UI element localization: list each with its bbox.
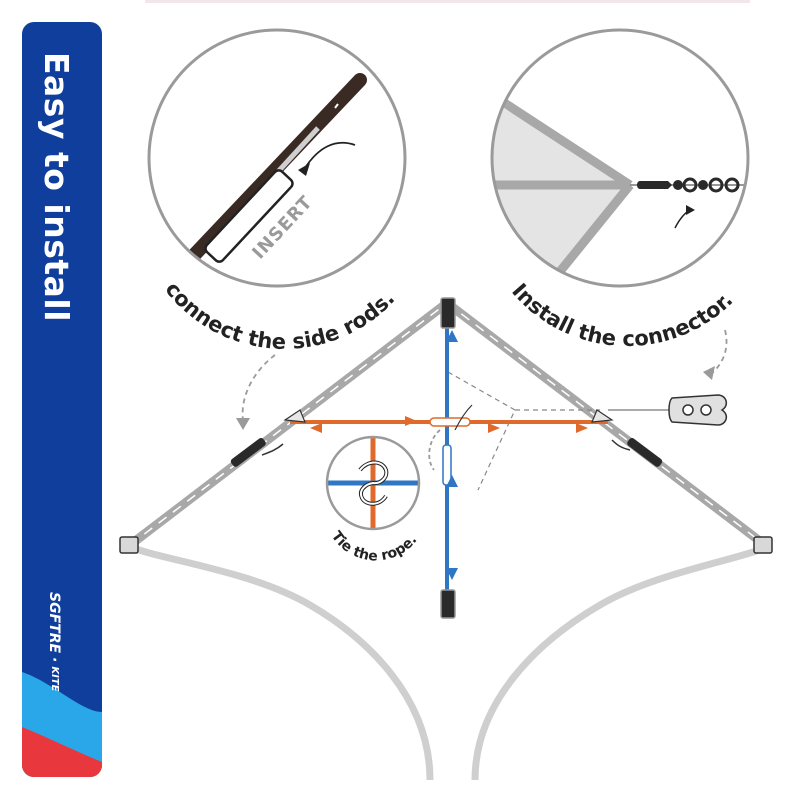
bridle-rod-upper xyxy=(497,96,633,189)
bridle-line xyxy=(447,371,516,491)
right-spar-clip xyxy=(591,409,614,423)
banner-red-wave xyxy=(22,727,102,777)
connector-hole-left xyxy=(682,404,694,416)
connector-caption-text: Install the connector. xyxy=(507,279,737,351)
spar-arrow-left xyxy=(310,423,322,433)
rod-arrow-right xyxy=(611,439,631,451)
swivel-ring-1 xyxy=(682,177,698,193)
spine-arrow-mid xyxy=(446,475,458,487)
connector-caption: Install the connector. xyxy=(507,279,737,351)
inset-connector-border xyxy=(490,28,750,288)
banner-title: Easy to install xyxy=(37,52,76,323)
kite-tail-right xyxy=(471,544,767,781)
knot-loop xyxy=(454,404,473,431)
left-edge-stitch xyxy=(129,302,448,546)
rod-pin xyxy=(273,126,320,177)
rod-ferrule xyxy=(204,169,294,263)
swivel-ring-3 xyxy=(724,177,740,193)
top-divider xyxy=(145,0,750,3)
connect-rods-caption: connect the side rods. xyxy=(160,277,399,354)
brand-name: SGFTRE xyxy=(46,592,62,654)
spine-arrow-bottom xyxy=(446,568,458,580)
guide-arrow-left xyxy=(241,354,276,421)
guide-arrowhead-left xyxy=(236,418,250,430)
insert-arrow xyxy=(304,141,356,169)
left-spar-clip xyxy=(283,409,306,423)
left-rod-sleeve xyxy=(230,437,266,467)
cross-spar-knot xyxy=(429,417,471,427)
brand-logo: SGFTRE · KITE xyxy=(46,592,62,692)
swivel-bead-2 xyxy=(698,180,708,190)
right-rod-sleeve xyxy=(627,437,663,467)
brand-sub: KITE xyxy=(49,666,60,692)
spine-arrow-top xyxy=(446,330,458,342)
inset-tie-border xyxy=(325,435,421,531)
spine-top-cap xyxy=(440,297,456,329)
guide-arrowhead-right xyxy=(703,366,715,380)
rod-arrow-left xyxy=(261,443,284,456)
banner-corner-waves xyxy=(22,672,102,777)
swivel-ring-2 xyxy=(708,177,724,193)
inset-connect-rods: INSERT connect the side rods. xyxy=(147,28,407,354)
inset-connect-border xyxy=(147,28,407,288)
spine-bottom-cap xyxy=(440,589,456,619)
swivel-bead-1 xyxy=(673,180,683,190)
connect-rods-caption-text: connect the side rods. xyxy=(160,277,399,354)
tie-caption: Tie the rope. xyxy=(328,528,420,564)
spine-connector xyxy=(442,444,452,486)
side-banner xyxy=(22,22,102,777)
kite-tail-left xyxy=(123,541,434,781)
inset-install-connector: Install the connector. xyxy=(490,28,750,351)
guide-arrow-knot xyxy=(428,429,441,471)
brand-separator: · xyxy=(46,657,62,663)
kite-body xyxy=(119,297,773,781)
left-wingtip-cap xyxy=(119,536,139,554)
connector-arrowhead xyxy=(686,205,695,215)
inset-tie-rope: Tie the rope. xyxy=(325,435,421,565)
rod-highlight xyxy=(334,103,339,109)
right-wingtip-cap xyxy=(753,536,773,554)
rope-knot-highlight xyxy=(359,461,388,505)
spar-arrow-mid-right xyxy=(488,423,500,433)
spar-arrow-mid-left xyxy=(405,416,417,426)
line-connector-part xyxy=(668,394,728,426)
tie-caption-text: Tie the rope. xyxy=(328,528,420,564)
insert-arrowhead xyxy=(298,163,310,176)
connector-hole-right xyxy=(700,404,712,416)
snap-clip xyxy=(637,181,672,189)
spar-arrow-right xyxy=(576,423,588,433)
